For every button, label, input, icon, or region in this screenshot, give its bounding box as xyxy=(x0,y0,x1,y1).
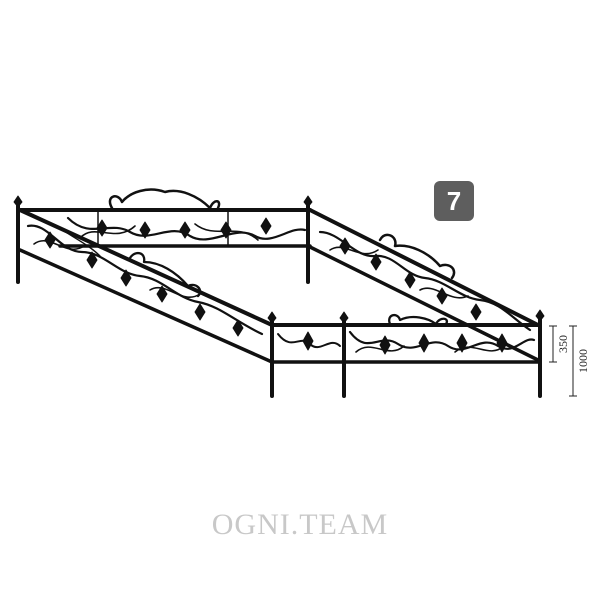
post-finials xyxy=(13,195,545,324)
left-side-panel xyxy=(18,208,274,364)
front-gate-panel xyxy=(270,323,346,364)
fence-posts xyxy=(16,202,542,398)
wrought-iron-grave-fence-icon xyxy=(13,188,545,398)
dimension-1000-label: 1000 xyxy=(576,349,590,373)
dimension-markers xyxy=(549,325,577,397)
front-right-panel xyxy=(342,313,540,364)
watermark-text: OGNI.TEAM xyxy=(211,508,389,541)
model-number-badge: 7 xyxy=(434,181,474,221)
dimension-350-label: 350 xyxy=(556,335,570,353)
back-panel xyxy=(18,188,312,248)
